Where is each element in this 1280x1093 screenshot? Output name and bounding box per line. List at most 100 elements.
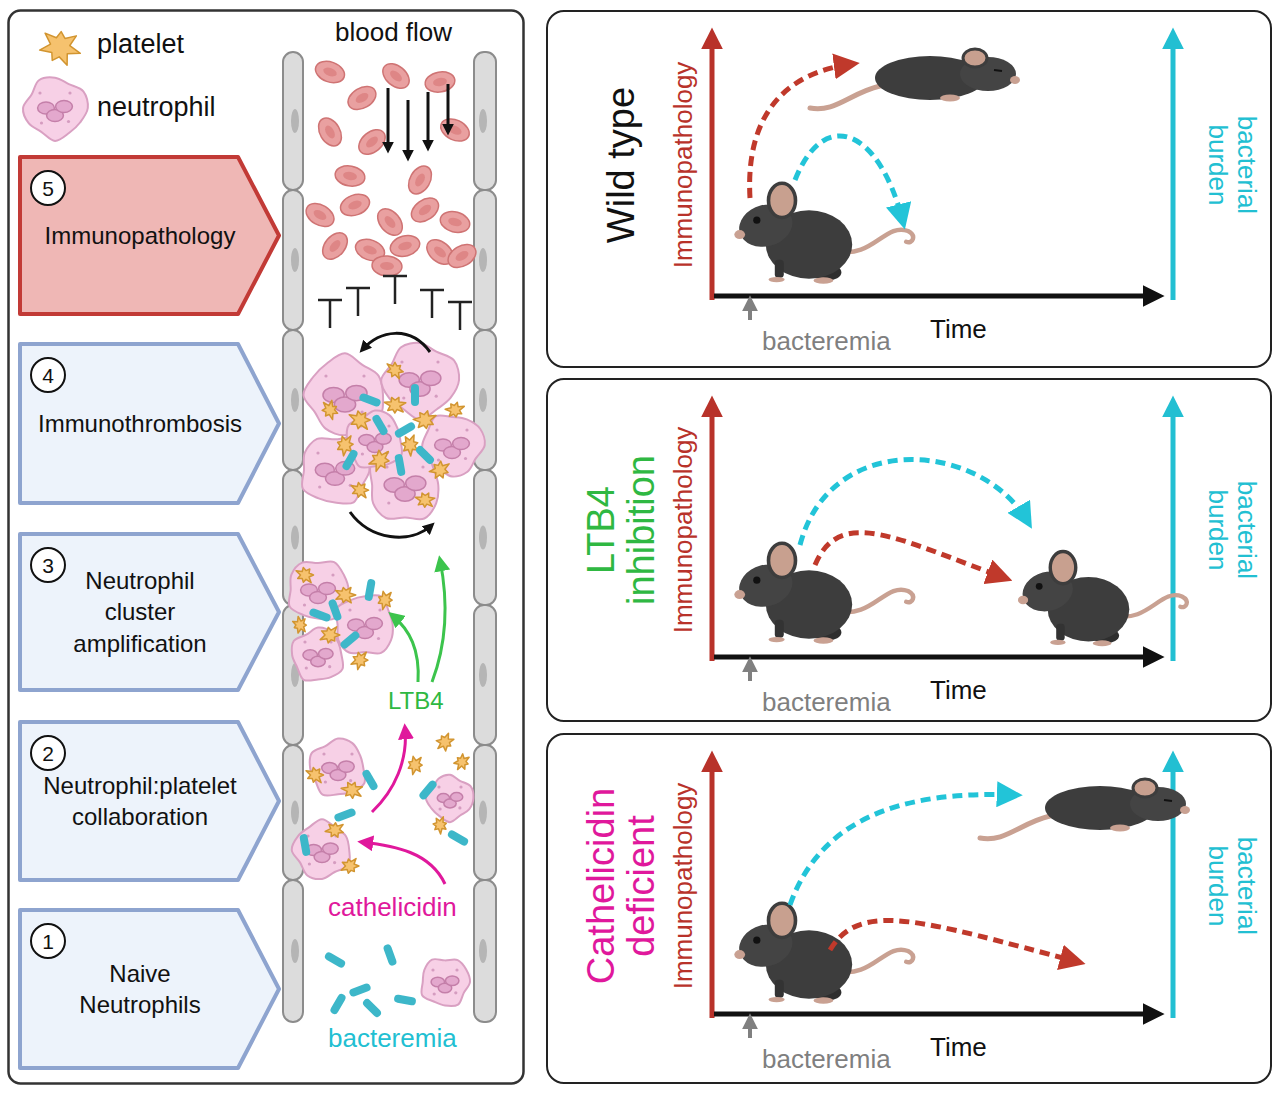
cell-body [373,204,408,240]
mouse-foot [1110,825,1130,832]
bacterium [418,779,438,801]
mouse-foot [940,95,960,102]
bacterium [361,997,382,1018]
step-chevron: Naive Neutrophils1 [18,908,282,1070]
cell-nucleus [291,801,299,825]
mouse-tail [810,86,880,109]
step-number: 2 [42,743,54,764]
cell-center [323,124,337,140]
immunopathology-axis [710,757,715,1018]
cell-center [380,261,395,270]
axis-label: bacterial burden [1203,821,1260,951]
cell-body [388,232,422,259]
mouse-ear [769,543,796,577]
cell-nucleus [291,939,299,963]
step-number: 1 [42,931,54,952]
mouse-eye [1164,800,1172,801]
granule [431,968,434,971]
event-label: bacteremia [762,1045,891,1075]
cell-body [423,70,456,95]
granule [324,780,327,783]
red-blood-cell [314,114,346,150]
legend-text: neutrophil [97,93,216,123]
cell-center [364,134,380,149]
cell-body [444,240,480,272]
mouse [1018,551,1187,646]
outcome-panel: LTB4 inhibitionImmunopathologybacterial … [546,378,1272,722]
cell-center [397,240,413,251]
granule [436,360,439,363]
granule [67,120,70,123]
bacterium [393,994,416,1006]
red-blood-cell [337,190,372,219]
cell-body [337,190,372,219]
platelet [306,768,323,783]
red-blood-cell [423,70,456,95]
neutrophil-nucleus [319,649,334,659]
granule [328,665,331,668]
granule [348,608,351,611]
granule [38,91,41,94]
fibrin-stem [394,276,397,304]
granule [437,785,440,788]
platelet [351,652,368,669]
bacteremia-marker [748,1018,752,1038]
granule [454,991,457,994]
mouse-eye [1036,583,1043,590]
granule [362,374,365,377]
red-blood-cell [388,232,422,259]
granule [303,603,306,606]
fibrin-strand [318,300,342,328]
axis-label: Time [930,1033,987,1063]
fibrin-strand [383,276,407,304]
mouse-leg [775,980,784,998]
cell-center [413,172,427,188]
panel-heading: LTB4 inhibition [582,430,662,630]
mouse-snout [1018,596,1028,605]
granule [402,396,405,399]
cell-center [347,199,363,211]
endothelial-cell [474,605,496,745]
red-blood-cell [444,240,480,272]
platelet [336,587,356,602]
platelet [369,450,389,471]
platelet [436,733,454,751]
granule [465,428,468,431]
mouse-foot [769,637,785,642]
cell-center [312,208,328,222]
fibrin-stem [329,300,332,328]
bacterium [339,630,361,650]
pathogen-label: bacteremia [326,1024,459,1053]
platelet [402,435,418,456]
mouse-foot [1050,640,1065,645]
cell-center [432,77,447,87]
granule [437,458,440,461]
mouse-tail [980,816,1050,839]
fibrin-strand [448,302,472,330]
platelet [433,817,446,834]
platelet [296,568,313,583]
bacterium [371,413,389,436]
mouse-snout [734,230,745,239]
granule [331,573,334,576]
granule [40,121,43,124]
cell-nucleus [479,939,487,963]
red-blood-cell [371,255,403,278]
mouse-foot [769,997,785,1002]
step-label: Immunopathology [45,220,236,251]
cell-body [354,125,390,160]
cell-nucleus [479,526,487,550]
platelet [384,397,405,413]
granule [433,992,436,995]
cell-nucleus [291,248,299,272]
mouse [810,49,1020,109]
trend-arrow [830,920,1078,962]
granule [378,608,381,611]
endothelial-cell [474,880,496,1022]
granule [318,485,321,488]
mediator-label: cathelicidin [326,893,459,922]
bacterium [329,992,347,1015]
endothelial-cell [283,880,303,1022]
mouse [734,183,913,283]
neutrophil [23,77,88,140]
